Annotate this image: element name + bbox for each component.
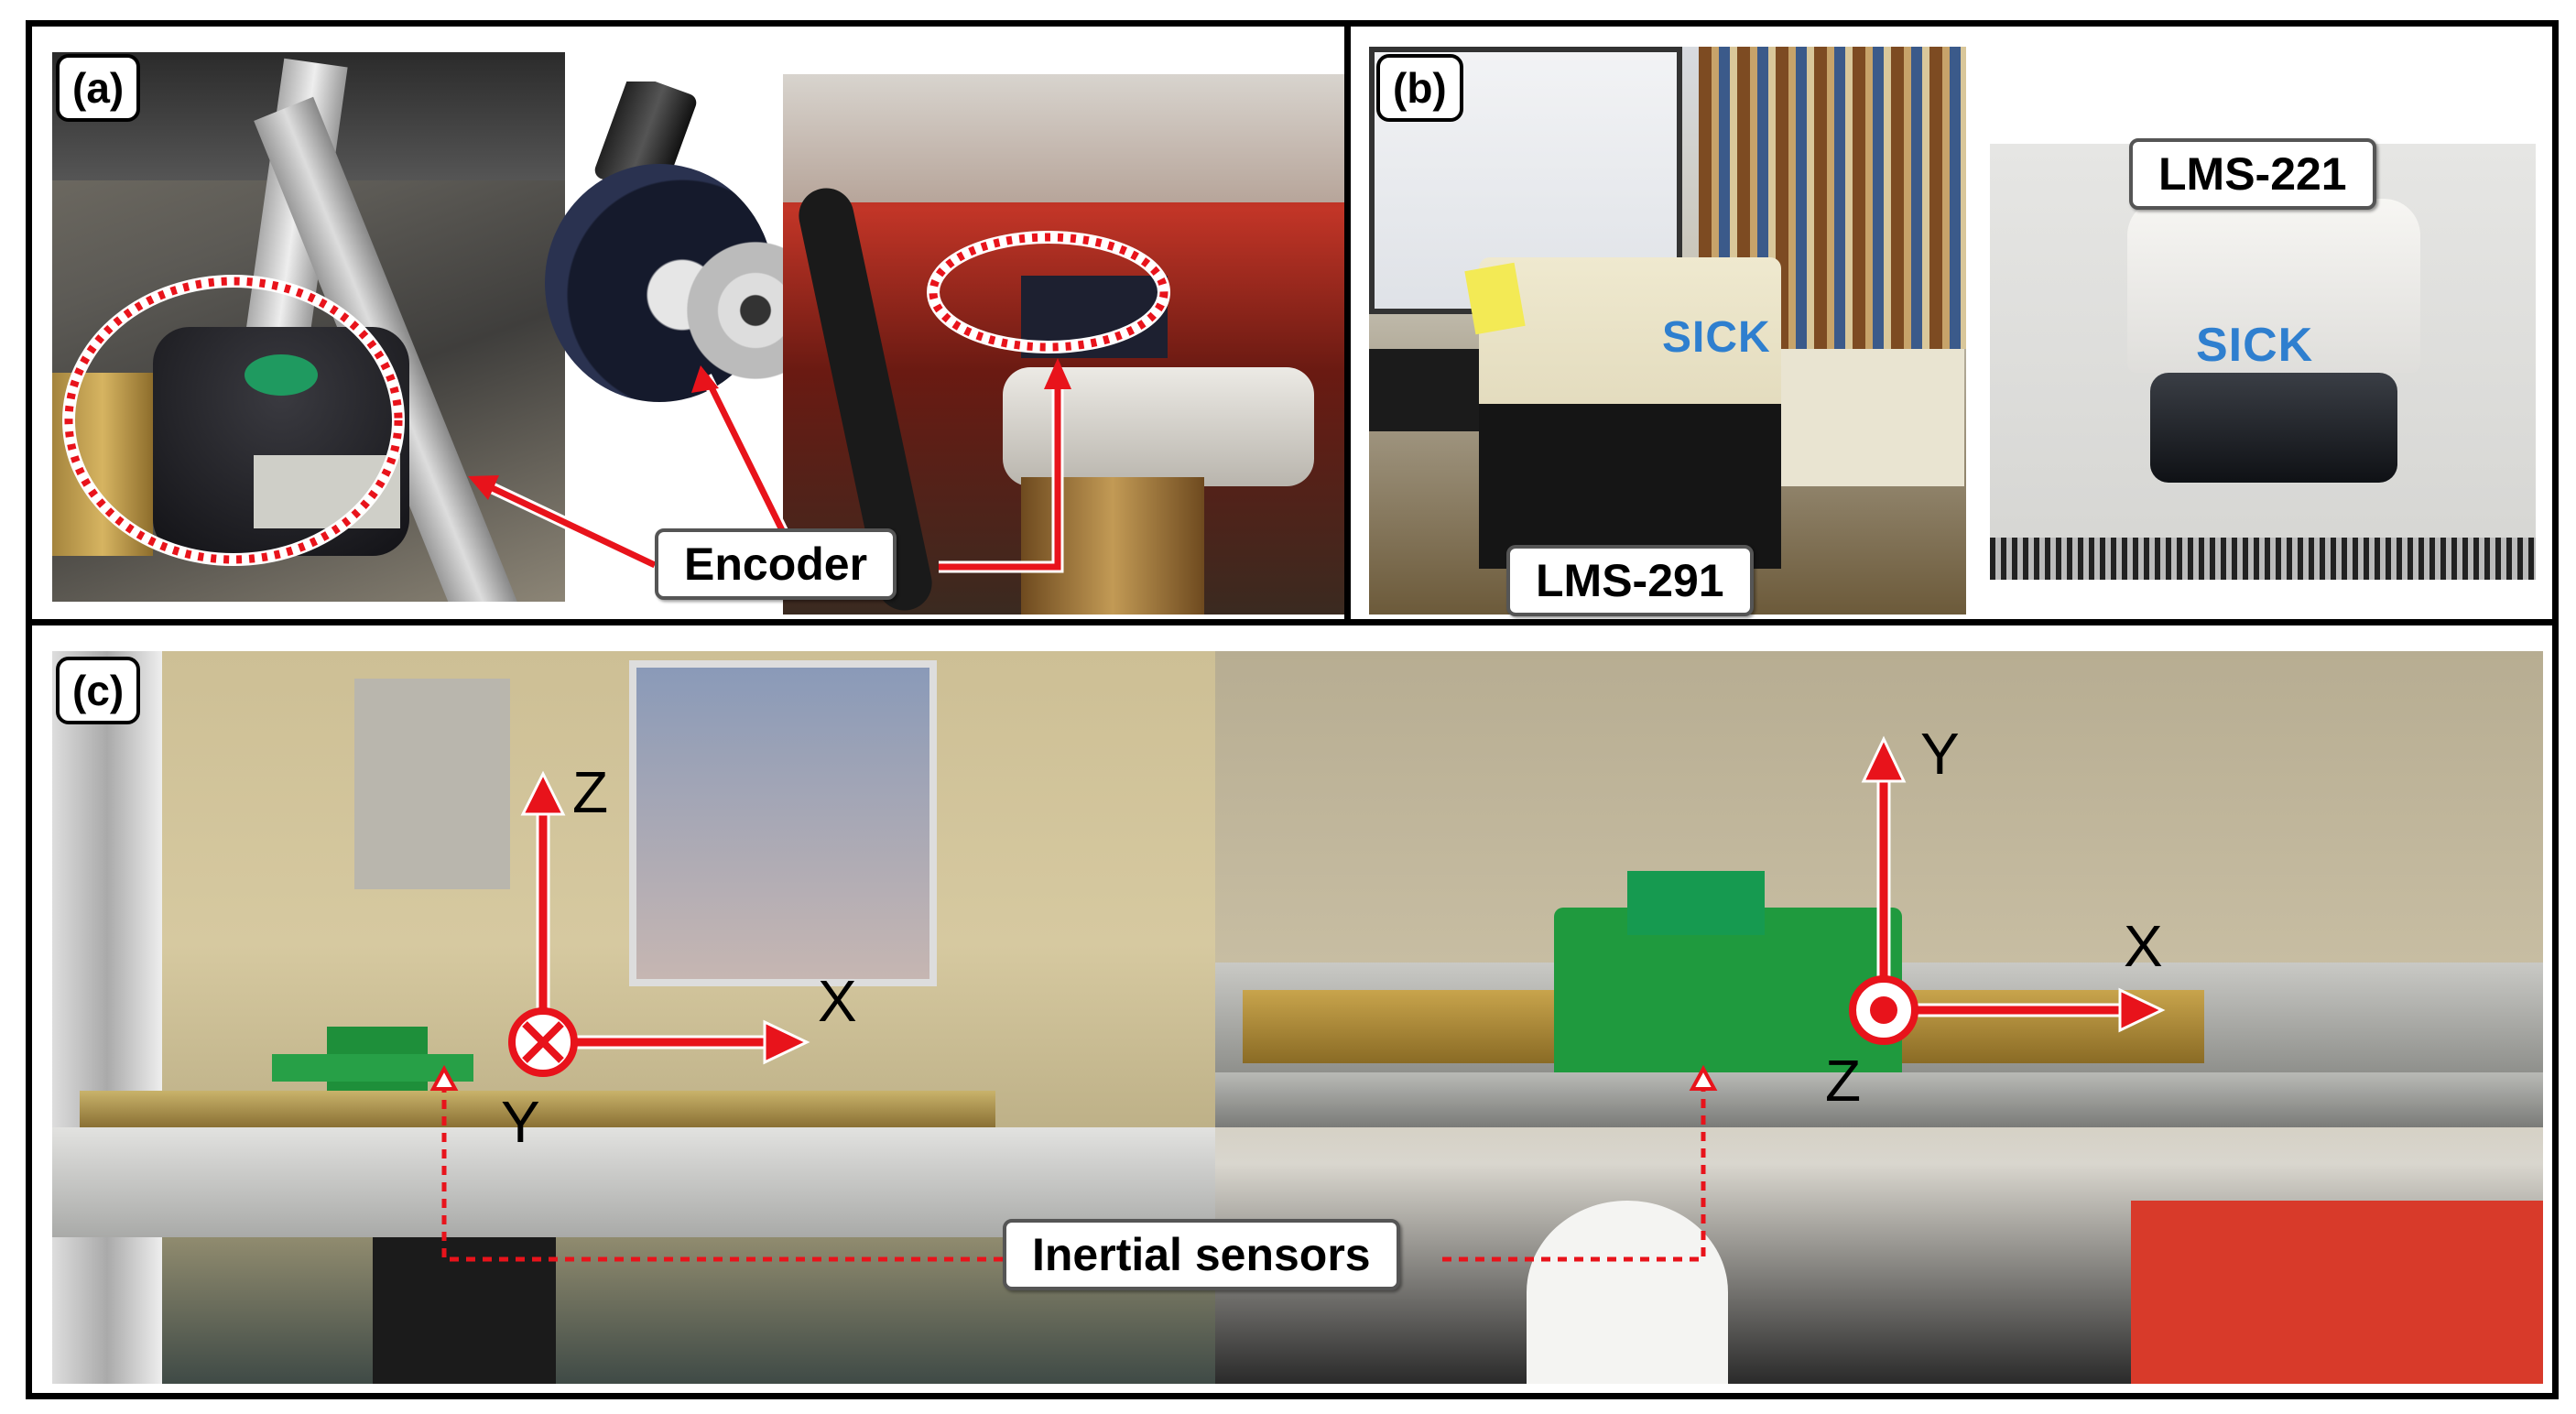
left-axis-z-label: Z (572, 759, 609, 825)
inertial-sensors-label: Inertial sensors (1003, 1219, 1400, 1290)
right-axis-y-label: Y (1920, 721, 1960, 787)
right-axis-z-label: Z (1825, 1048, 1862, 1114)
panel-c-photo-left (52, 651, 1224, 1384)
sensor-leader-lines (441, 1083, 1706, 1262)
lms-221-label: LMS-221 (2129, 138, 2376, 210)
sick-logo-right: SICK (2196, 319, 2314, 372)
panel-a-annotations (62, 231, 1170, 573)
panel-b-tag: (b) (1376, 54, 1463, 122)
panel-a-tag: (a) (56, 54, 141, 122)
right-axes-arrows (1879, 767, 2129, 1015)
encoder-label: Encoder (655, 528, 897, 600)
panel-c-annotations (429, 735, 2166, 1262)
panel-c-tag: (c) (56, 657, 141, 724)
lms-291-label: LMS-291 (1506, 545, 1754, 616)
left-axes-arrows (538, 799, 774, 1047)
sick-logo-left: SICK (1662, 313, 1771, 362)
panel-b: SICK SICK (b) LMS-291 LMS-221 (1344, 20, 2559, 626)
left-axis-y-label: Y (501, 1089, 540, 1155)
panel-b-photo-left: SICK (1369, 47, 1966, 615)
right-axis-x-label: X (2124, 913, 2163, 979)
panel-b-photo-right: SICK (1990, 144, 2536, 580)
panel-a-photo-left (52, 52, 565, 602)
panel-c: (c) (26, 619, 2559, 1399)
left-axis-x-label: X (818, 968, 857, 1034)
panel-a: (a) Encoder (26, 20, 1352, 626)
